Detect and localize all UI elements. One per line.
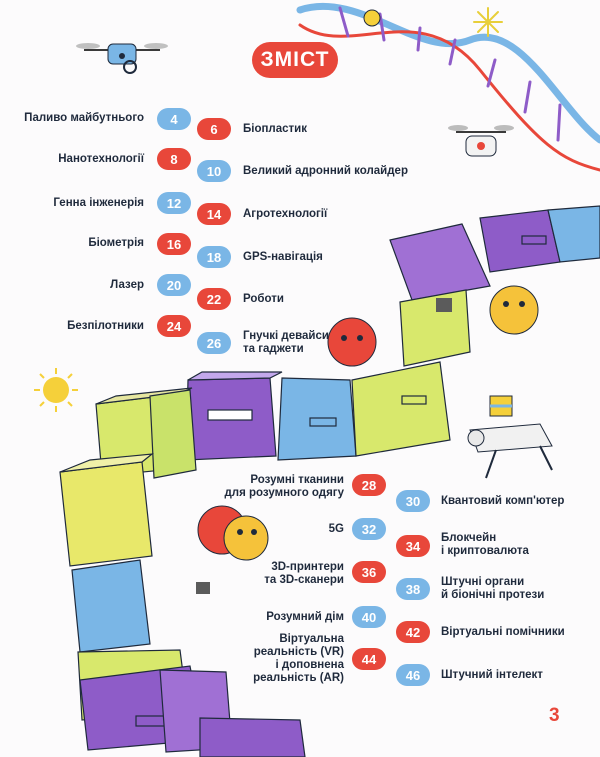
toc-page-badge[interactable]: 34 [396,535,430,557]
toc-title[interactable]: Агротехнології [243,208,328,220]
toc-page-badge[interactable]: 26 [197,332,231,354]
toc-page-badge[interactable]: 46 [396,664,430,686]
toc-page-badge[interactable]: 44 [352,648,386,670]
toc-page-badge[interactable]: 40 [352,606,386,628]
toc-page-badge[interactable]: 30 [396,490,430,512]
toc-title[interactable]: Великий адронний колайдер [243,165,408,177]
toc-title-line: Розумні тканини [250,474,344,486]
toc-title[interactable]: Лазер [110,279,144,291]
contents-heading: ЗМІСТ [252,42,338,78]
toc-page-badge[interactable]: 32 [352,518,386,540]
toc-page-badge[interactable]: 4 [157,108,191,130]
toc-title-line: реальність (AR) [253,672,344,684]
toc-title[interactable]: Розумні тканини для розумного одягу [225,474,345,500]
toc-title-line: Блокчейн [441,532,497,544]
toc-title[interactable]: Біопластик [243,123,307,135]
toc-title[interactable]: Безпілотники [67,320,144,332]
toc-title-line: Гнучкі девайси [243,330,329,342]
sun-illustration [34,368,78,412]
toc-title[interactable]: Штучні органи й біонічні протези [441,576,544,602]
toc-page-badge[interactable]: 38 [396,578,430,600]
toc-title[interactable]: Гнучкі девайси та гаджети [243,330,329,356]
toc-title-line: та гаджети [243,343,304,355]
toc-page-badge[interactable]: 36 [352,561,386,583]
drone-illustration [76,43,168,74]
toc-page-badge[interactable]: 16 [157,233,191,255]
toc-title[interactable]: 3D-принтери та 3D-сканери [264,561,344,587]
toc-page-badge[interactable]: 14 [197,203,231,225]
toc-title[interactable]: Генна інженерія [53,197,144,209]
toc-title[interactable]: Віртуальна реальність (VR) і доповнена р… [253,633,344,685]
toc-title[interactable]: 5G [328,523,344,535]
toc-title[interactable]: GPS-навігація [243,251,323,263]
toc-page-badge[interactable]: 22 [197,288,231,310]
toc-title[interactable]: Штучний інтелект [441,669,543,681]
toc-title[interactable]: Роботи [243,293,284,305]
toc-title-line: Віртуальна [279,633,344,645]
toc-title-line: реальність (VR) [253,646,344,658]
toc-title[interactable]: Біометрія [88,237,144,249]
toc-page-badge[interactable]: 8 [157,148,191,170]
toc-page-badge[interactable]: 42 [396,621,430,643]
toc-title-line: і криптовалюта [441,545,529,557]
page-number: 3 [549,705,560,726]
toc-title[interactable]: Паливо майбутнього [24,112,144,124]
toc-title-line: й біонічні протези [441,589,545,601]
toc-title-line: Штучні органи [441,576,525,588]
toc-page-badge[interactable]: 20 [157,274,191,296]
toc-title[interactable]: Розумний дім [266,611,344,623]
small-drone-illustration [448,125,514,157]
toc-title-line: та 3D-сканери [264,574,344,586]
toc-title-line: і доповнена [275,659,344,671]
toc-page-badge[interactable]: 28 [352,474,386,496]
toc-title[interactable]: Квантовий комп'ютер [441,495,565,507]
robot-dog-illustration [467,395,553,479]
toc-title[interactable]: Блокчейн і криптовалюта [441,532,529,558]
toc-title-line: 3D-принтери [271,561,344,573]
toc-title-line: для розумного одягу [224,487,345,499]
toc-title[interactable]: Нанотехнології [58,153,144,165]
toc-page-badge[interactable]: 10 [197,160,231,182]
cartoon-characters [196,285,539,594]
toc-page-badge-highlighted[interactable]: 24 [157,315,191,337]
toc-title[interactable]: Віртуальні помічники [441,626,565,638]
toc-page-badge[interactable]: 12 [157,192,191,214]
cube-chain-top [59,205,600,757]
toc-page-badge[interactable]: 6 [197,118,231,140]
toc-page-badge[interactable]: 18 [197,246,231,268]
dna-helix-illustration [296,2,600,172]
